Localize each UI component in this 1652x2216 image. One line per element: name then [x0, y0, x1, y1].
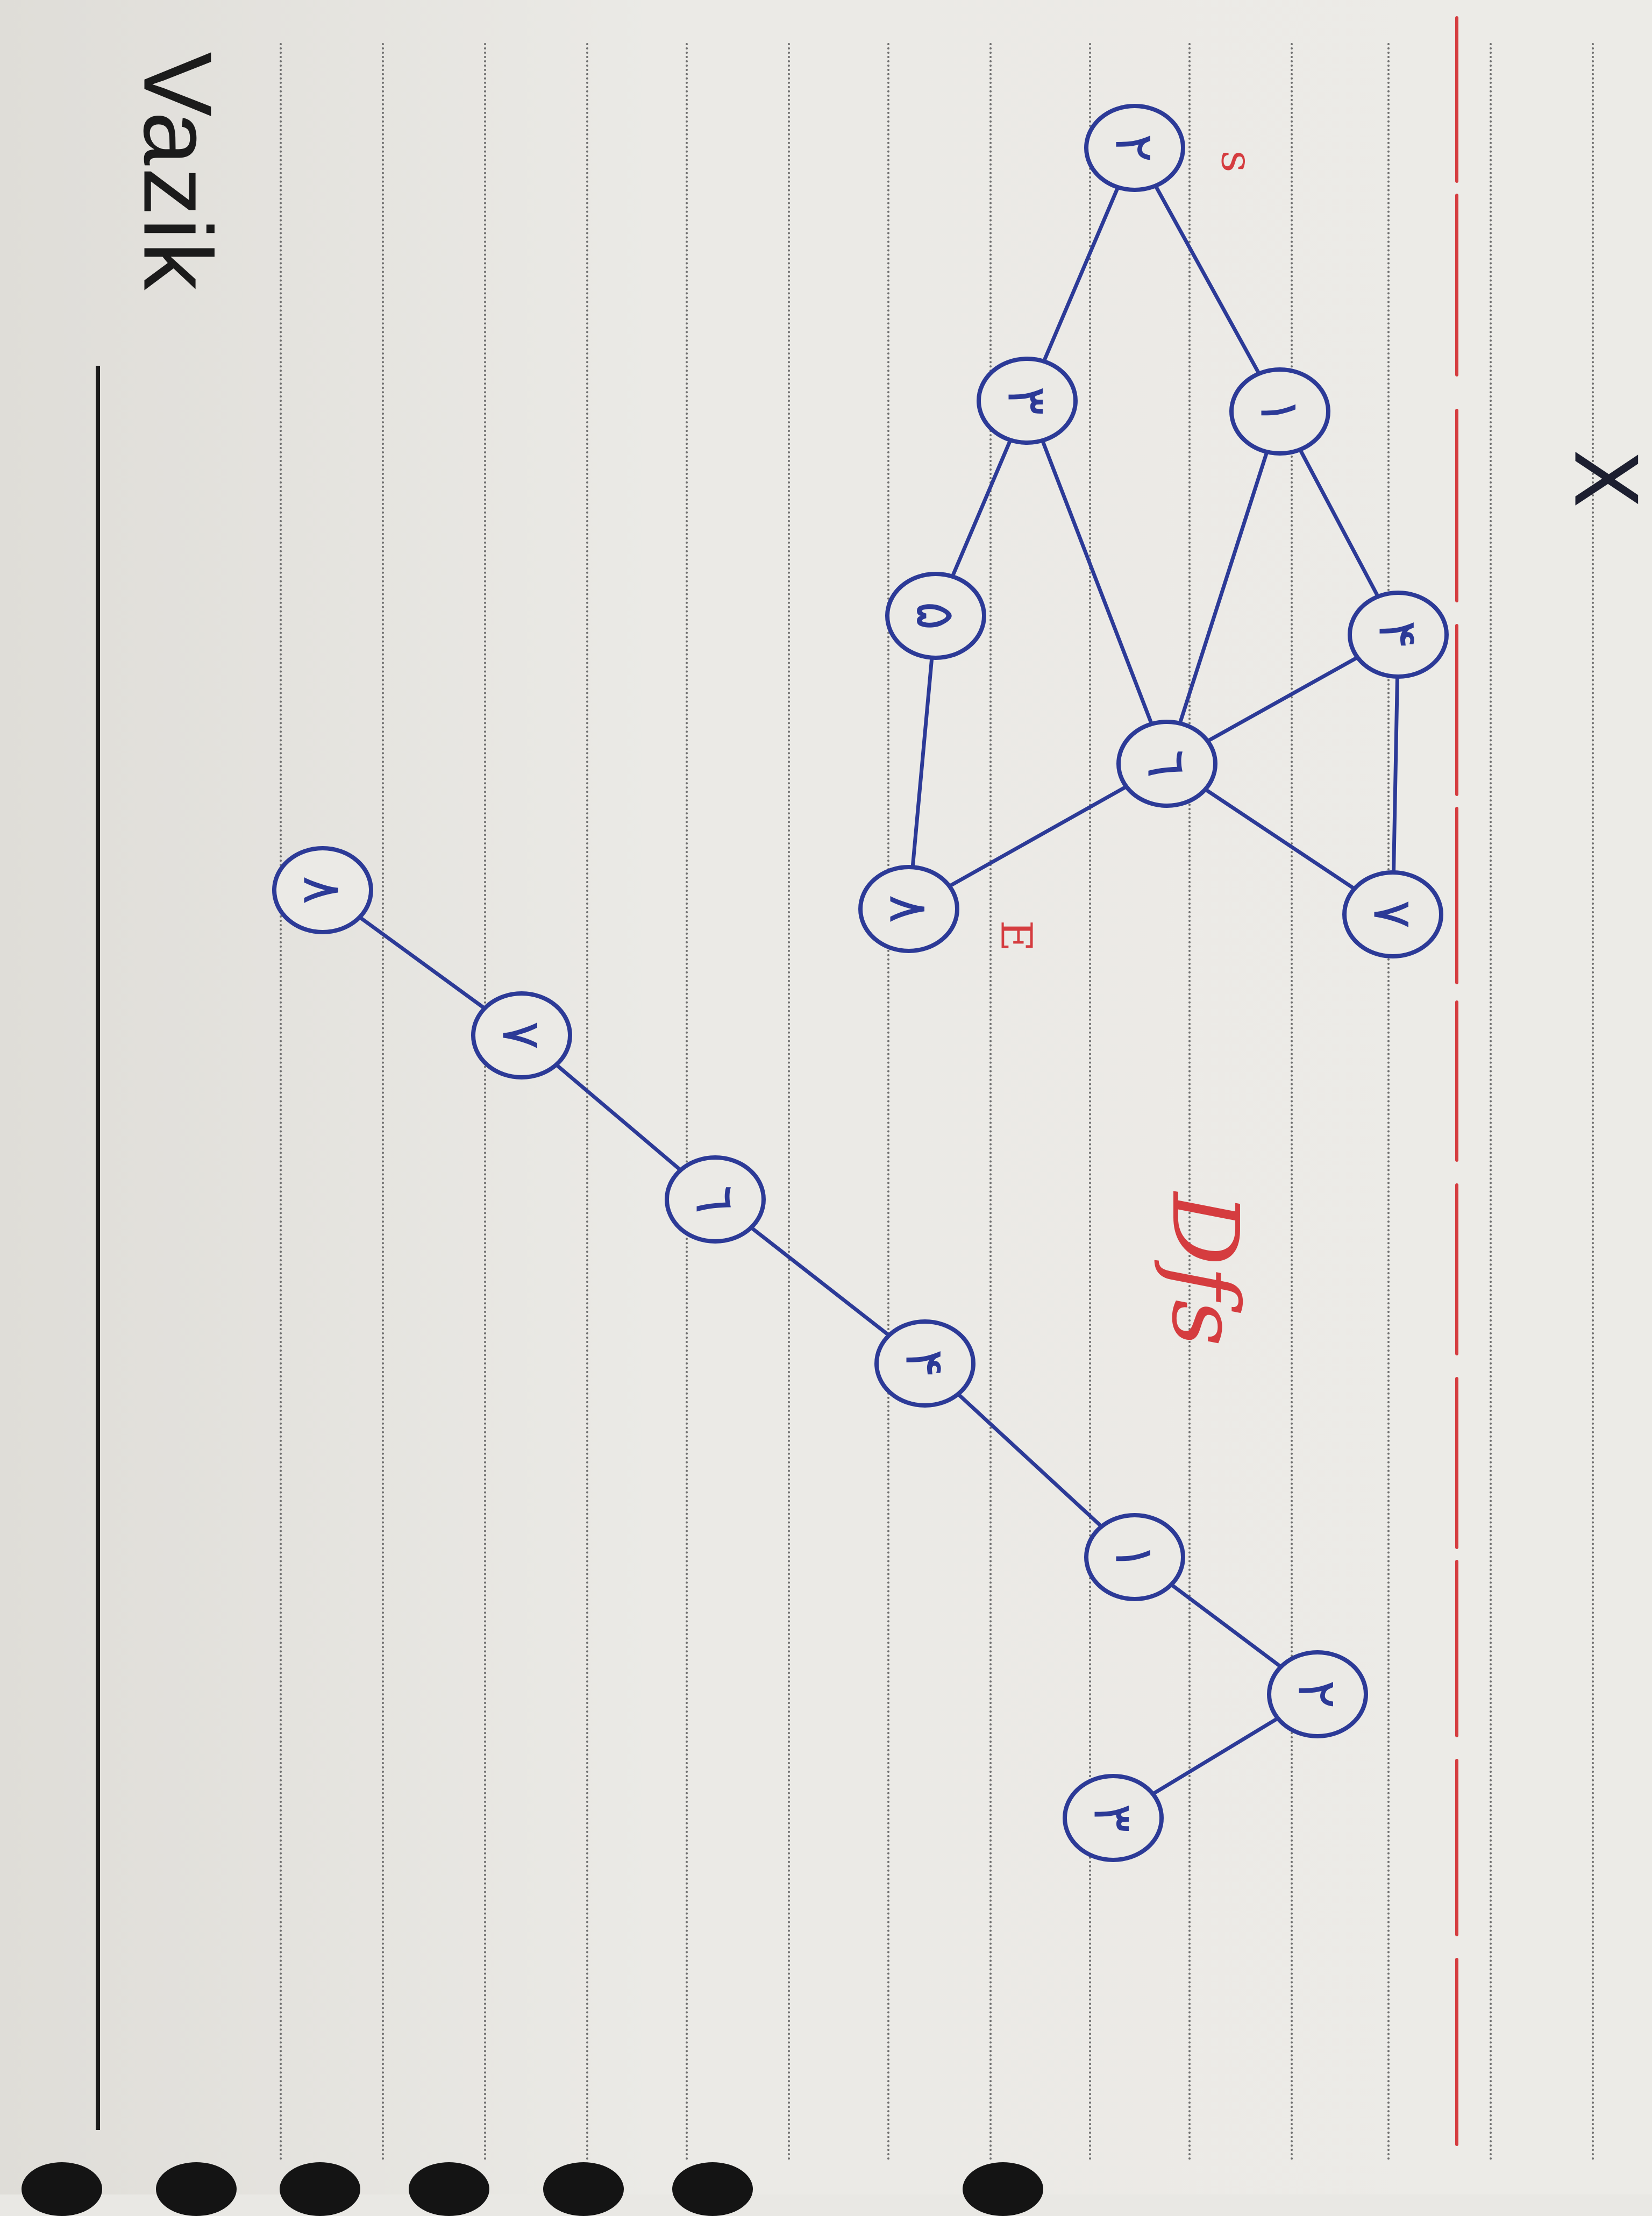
graph-edge-n5-n8 [909, 616, 936, 909]
graph-node-n3: ٣ [979, 359, 1076, 443]
node-label: ٧ [490, 1021, 553, 1050]
node-label: ٢ [1286, 1680, 1349, 1709]
node-label: ٦ [684, 1185, 747, 1214]
node-label: ۴ [894, 1349, 957, 1378]
node-label: ١ [1249, 397, 1312, 426]
node-label: ٨ [878, 894, 941, 924]
dfs-tree-node-t1: ١ [1086, 1515, 1183, 1599]
dfs-tree-node-t2: ٢ [1269, 1652, 1366, 1736]
node-label: ٨ [291, 876, 354, 905]
node-label: ٧ [1362, 900, 1425, 929]
graph-node-n7: ٧ [1344, 872, 1441, 956]
graph-node-n4: ۴ [1350, 593, 1447, 677]
graph-node-n5: ۵ [887, 574, 984, 658]
node-label: ١ [1103, 1543, 1166, 1572]
node-label: ٦ [1136, 749, 1199, 778]
node-label: ٣ [1082, 1803, 1145, 1833]
graph-node-n6: ٦ [1119, 722, 1215, 806]
graph-node-n1: ١ [1231, 370, 1328, 453]
node-label: ٣ [996, 386, 1059, 415]
dfs-tree-node-t8: ٨ [274, 848, 371, 932]
node-label: ٢ [1103, 133, 1166, 162]
dfs-tree-node-t6: ٦ [667, 1157, 764, 1241]
dfs-tree-node-t4: ۴ [877, 1322, 973, 1405]
node-label: ۵ [905, 601, 967, 630]
node-label: ۴ [1367, 620, 1430, 649]
graph-node-n8: ٨ [860, 867, 957, 951]
graph-edge-n3-n6 [1027, 401, 1167, 764]
dfs-tree-node-t7: ٧ [473, 993, 570, 1077]
graph-node-n2: ٢ [1086, 106, 1183, 190]
dfs-tree-node-t3: ٣ [1065, 1776, 1162, 1860]
